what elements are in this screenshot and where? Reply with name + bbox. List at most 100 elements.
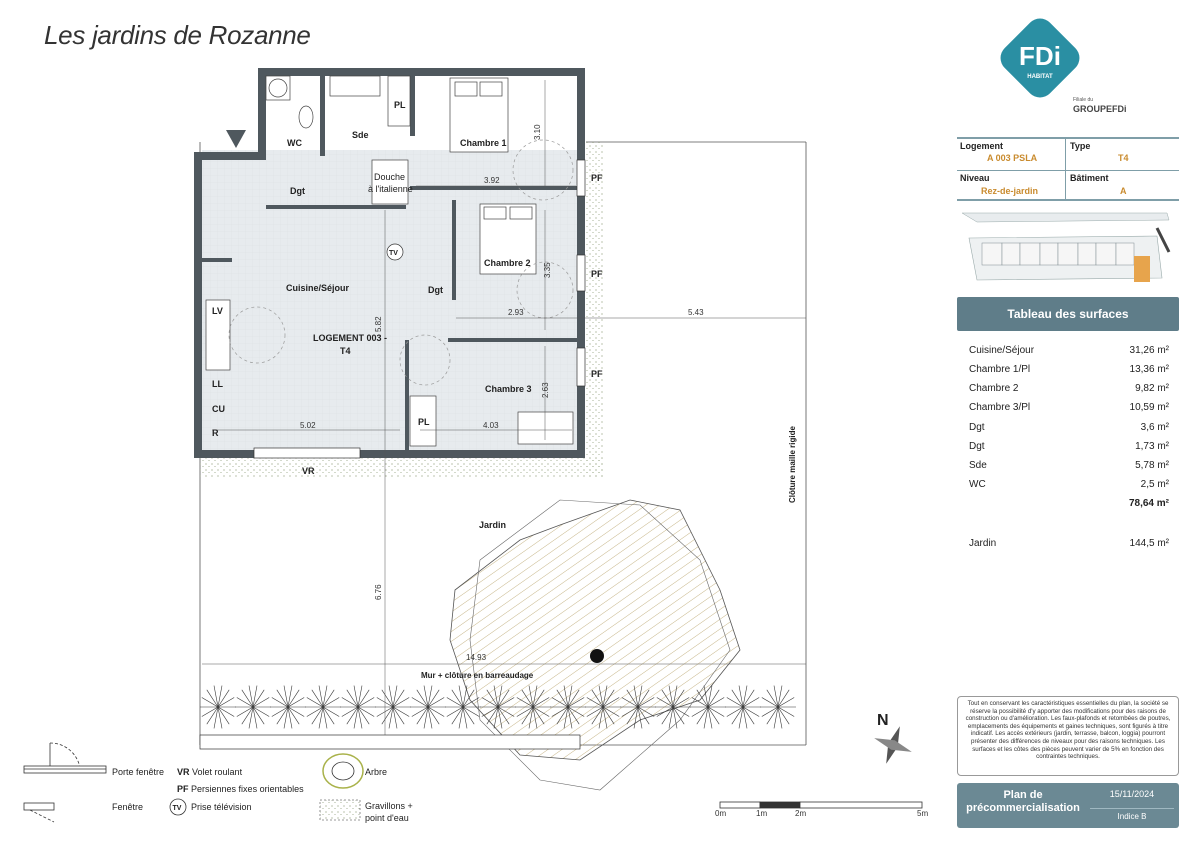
tv-label: TV [389,250,398,257]
room-chambre1: Chambre 1 [460,138,507,148]
hedge-stroke [691,706,709,717]
hedge-stroke [742,706,760,717]
legend-fenetre: Fenêtre [112,802,144,812]
hedge-stroke [427,706,440,725]
hedge-stroke [602,685,608,708]
boundary-wall [199,734,581,750]
surfaces-title: Tableau des surfaces [957,297,1179,331]
hedge-stroke [446,706,464,717]
logo-affiliation: Filiale du [1073,97,1094,103]
hedge-stroke [322,697,340,708]
highlighted-unit [1134,256,1150,282]
hedge-stroke [563,706,569,729]
hedge-stroke [322,685,328,708]
hedge-stroke [276,706,289,725]
hedge-stroke [567,689,580,708]
hedge-stroke [241,689,254,708]
surface-total: 78,64 m² [1128,498,1169,509]
hedge-stroke [532,685,538,708]
room-chambre3: Chambre 3 [485,384,532,394]
hedge-stroke [602,706,608,729]
hedge-stroke [738,706,744,729]
hedge-stroke [322,706,335,725]
hedge-stroke [451,689,464,708]
hedge-stroke [668,685,674,708]
hedge-stroke [287,685,293,708]
hedge-stroke [532,706,550,717]
hedge-stroke [217,697,235,708]
logement-value: A 003 PSLA [987,153,1038,163]
hedge-stroke [341,706,359,717]
hedge-stroke [497,685,503,708]
dim-263: 2.63 [541,382,550,398]
hedge-stroke [241,706,254,725]
hedge-stroke [626,689,639,708]
appliance-cu: CU [212,404,225,414]
hedge-stroke [602,706,615,725]
hedge-stroke [497,706,515,717]
fdi-logo: FDi HABITAT [990,18,1090,118]
hedge-stroke [742,685,748,708]
dim-335: 3.35 [543,262,552,278]
dim-502: 5.02 [300,421,316,430]
hedge-stroke [521,706,534,725]
legend-gravillons: Gravillons + point d'eau [365,801,413,823]
hedge-stroke [423,685,429,708]
hedge-stroke [672,706,678,729]
hedge-stroke [252,685,258,708]
hedge-stroke [458,706,464,729]
room-dgt-1: Dgt [290,186,305,196]
hedge-stroke [742,706,755,725]
hedge-stroke [586,706,604,717]
hedge-stroke [392,685,398,708]
footer-indice: Indice B [1090,808,1174,821]
hedge-stroke [556,706,569,725]
type-label: Type [1070,141,1091,151]
hedge-stroke [556,689,569,708]
hedge-stroke [493,685,499,708]
hedge-stroke [462,689,475,708]
hedge-stroke [427,706,433,729]
legend-vr: VR Volet roulant [177,767,243,777]
scale-0: 0m [715,809,726,818]
room-cuisine: Cuisine/Séjour [286,283,350,293]
hedge-stroke [411,697,429,708]
hedge-stroke [381,706,394,725]
hedge-stroke [551,706,569,717]
hedge-stroke [353,706,359,729]
hedge-stroke [252,697,270,708]
hedge-stroke [458,685,464,708]
hedge-stroke [486,689,499,708]
hedge-stroke [217,689,230,708]
footer-date: 15/11/2024 [1109,789,1155,799]
room-sde: Sde [352,130,369,140]
hedge-stroke [287,706,293,729]
hedge-stroke [217,706,235,717]
hedge-stroke [271,697,289,708]
hedge-stroke [346,689,359,708]
hedge-stroke [311,689,324,708]
hedge-stroke [392,706,405,725]
batiment-value: A [1120,186,1127,196]
appliance-ll: LL [212,379,223,389]
hedge-stroke [761,697,779,708]
hedge-stroke [322,689,335,708]
dim-1493: 14.93 [466,653,487,662]
room-pl3: PL [418,417,430,427]
hedge-stroke [416,689,429,708]
dim-392: 3.92 [484,176,500,185]
hedge-stroke [621,706,639,717]
hedge-stroke [656,706,674,717]
room-douche: Douche [374,172,405,182]
hedge-stroke [497,706,503,729]
project-title: Les jardins de Rozanne [44,20,311,50]
logo-text: FDi [1019,41,1061,71]
hedge-stroke [637,697,655,708]
hedge-stroke [567,706,573,729]
niveau-value: Rez-de-jardin [981,186,1039,196]
